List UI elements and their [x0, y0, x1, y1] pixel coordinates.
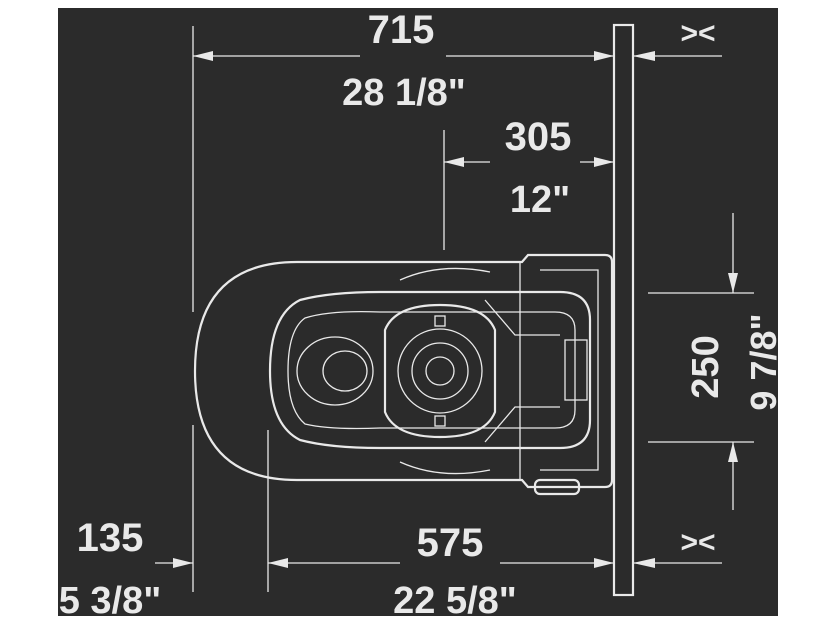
dim-305-inch: 12"	[510, 179, 570, 221]
dimension-135: 135 5 3/8"	[59, 425, 194, 622]
dimension-250: 250 9 7/8"	[648, 213, 784, 510]
wall-marker-bottom: ><	[633, 526, 722, 568]
dim-715-inch: 28 1/8"	[342, 72, 466, 114]
wall-marker-top: ><	[633, 17, 722, 61]
dim-575-inch: 22 5/8"	[393, 580, 517, 622]
dim-250-inch: 9 7/8"	[743, 313, 784, 410]
dim-305-mm: 305	[505, 115, 572, 159]
drain-knob	[533, 478, 581, 496]
dimension-305: 305 12"	[443, 115, 614, 250]
dimension-715: 715 28 1/8"	[192, 8, 614, 312]
wall-marker-bottom-icon: ><	[680, 526, 715, 559]
dim-135-mm: 135	[77, 516, 144, 560]
wall	[612, 23, 635, 597]
toilet-outline	[193, 253, 614, 496]
dim-575-mm: 575	[417, 521, 484, 565]
wall-marker-top-icon: ><	[680, 17, 715, 50]
dim-135-inch: 5 3/8"	[59, 580, 162, 622]
dimension-575: 575 22 5/8"	[267, 430, 614, 622]
dim-250-mm: 250	[685, 335, 727, 398]
dim-715-mm: 715	[368, 8, 435, 52]
